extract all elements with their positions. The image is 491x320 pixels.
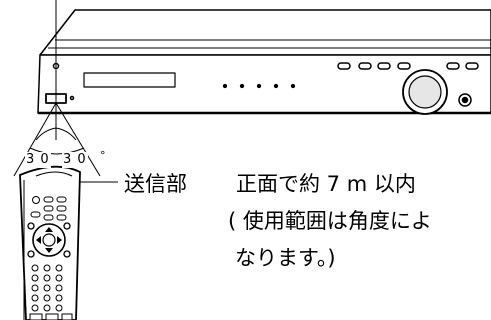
top-button-row-1 <box>337 62 351 70</box>
top-button-row-6 <box>465 62 479 70</box>
remote-emitter <box>35 171 73 177</box>
sensor-small-dot <box>69 95 75 101</box>
angle-label-right: 3 0 <box>62 152 88 168</box>
remote-top-buttons <box>30 196 67 221</box>
range-label: 正面で約 7 m 以内 <box>236 172 416 196</box>
angle-label-left: 3 0 <box>25 152 51 168</box>
usage-note-line-2: なります。) <box>235 246 336 270</box>
top-button-row-5 <box>446 62 460 70</box>
angle-arc-right <box>55 127 77 141</box>
indicator-dot-5 <box>290 83 296 89</box>
remote-control <box>19 165 81 320</box>
degree-mark: ° <box>100 149 107 162</box>
usage-note-line-1: ( 使用範囲は角度によ <box>228 209 432 233</box>
remote-dpad <box>27 222 71 258</box>
ir-beam-cone <box>13 102 101 177</box>
indicator-dot-2 <box>239 83 245 89</box>
display-window <box>83 72 176 88</box>
indicator-dot-4 <box>273 83 279 89</box>
volume-knob <box>408 75 442 109</box>
indicator-dot-3 <box>256 83 262 89</box>
indicator-dot-1 <box>222 83 228 89</box>
av-receiver <box>37 9 491 115</box>
remote-keypad <box>29 264 73 320</box>
angle-arc-left <box>35 127 57 141</box>
top-button-row-2 <box>358 62 372 70</box>
top-button-row-3 <box>377 62 391 70</box>
headphone-jack-center <box>461 96 469 104</box>
receiver-front-panel <box>37 54 491 114</box>
receiver-top-panel <box>39 9 491 56</box>
top-button-row-4 <box>397 62 411 70</box>
transmitter-label: 送信部 <box>124 172 187 196</box>
